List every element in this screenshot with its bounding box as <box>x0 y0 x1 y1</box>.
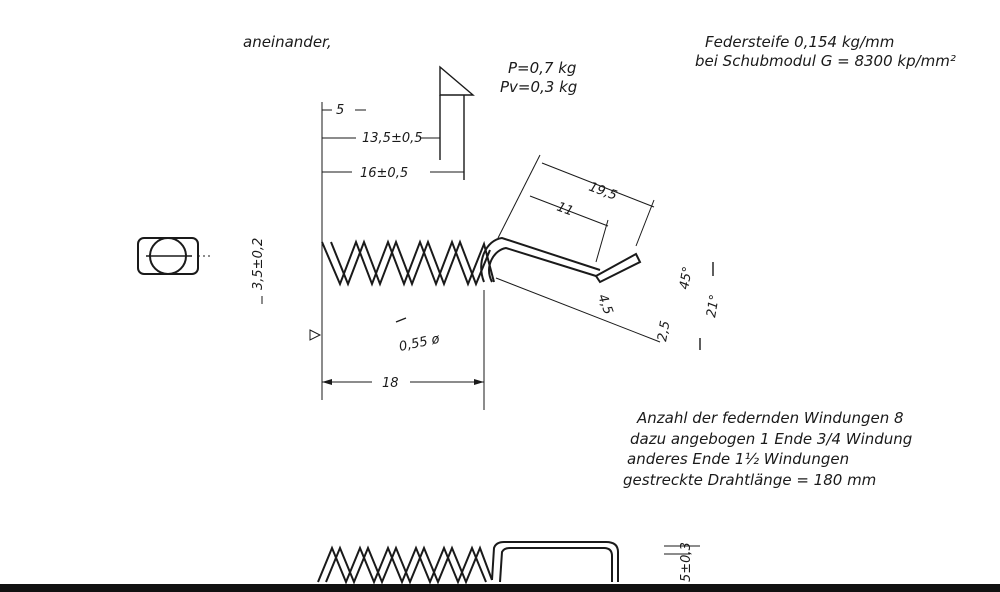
angle-45: 45° <box>677 265 696 290</box>
note-windings-2: dazu angebogen 1 Ende 3/4 Windung <box>630 430 912 448</box>
note-load-pv: Pv=0,3 kg <box>500 78 577 96</box>
svg-text:13,5±0,5: 13,5±0,5 <box>362 131 423 146</box>
note-shear-modulus: bei Schubmodul G = 8300 kp/mm² <box>695 52 956 70</box>
dim-11: 11 <box>529 195 609 227</box>
svg-text:18: 18 <box>382 376 399 391</box>
dim-19-5: 19,5 <box>497 154 655 247</box>
dim-4-5: 4,5 <box>594 292 615 317</box>
dim-3-5: 3,5±0,2 <box>251 238 266 304</box>
dim-2-5: 2,5 <box>655 320 673 343</box>
note-spring-rate: Federsteife 0,154 kg/mm <box>705 33 894 51</box>
dim-16: 16±0,5 <box>322 166 464 181</box>
angle-21: 21° <box>704 293 723 318</box>
svg-text:5: 5 <box>336 103 344 118</box>
note-windings-4: gestreckte Drahtlänge = 180 mm <box>623 471 876 489</box>
dim-13-5: 13,5±0,5 <box>322 131 440 146</box>
dim-5-bottom: 5±0,3 <box>679 542 694 582</box>
load-flag-symbol <box>439 65 475 180</box>
note-load-p: P=0,7 kg <box>508 59 576 77</box>
svg-text:0,55 ø: 0,55 ø <box>398 331 442 354</box>
svg-text:16±0,5: 16±0,5 <box>360 166 408 181</box>
note-windings-3: anderes Ende 1½ Windungen <box>627 450 849 468</box>
svg-text:11: 11 <box>555 200 576 220</box>
svg-text:19,5: 19,5 <box>587 180 619 204</box>
dim-wire-diameter: 0,55 ø <box>395 317 442 355</box>
dim-5: 5 <box>322 103 366 118</box>
spring-coil-side-view <box>321 236 601 288</box>
spring-leg-end <box>495 219 661 343</box>
note-windings-1: Anzahl der federnden Windungen 8 <box>636 409 904 427</box>
spring-coil-lower-view <box>317 541 700 585</box>
surface-marker-triangle <box>309 329 322 341</box>
spring-end-view <box>137 237 212 275</box>
svg-text:3,5±0,2: 3,5±0,2 <box>251 238 266 290</box>
note-aneinander: aneinander, <box>243 33 332 51</box>
scan-edge-bar <box>0 584 1000 592</box>
dim-18: 18 <box>322 290 485 410</box>
